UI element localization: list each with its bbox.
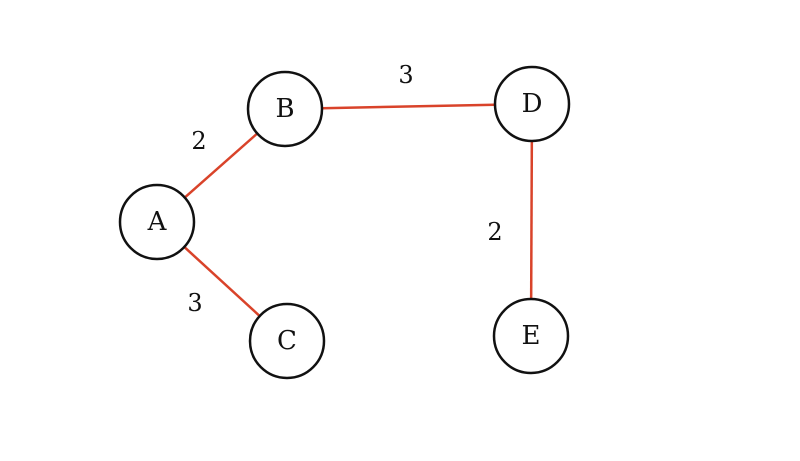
node-circle-c [248,302,326,380]
node-label-d: D [522,89,543,119]
node-label-b: B [275,94,294,124]
node-label-c: C [277,326,297,356]
node-b: B [246,70,324,148]
node-d: D [493,65,571,143]
edge-d-e [529,140,534,300]
node-a: A [118,183,196,261]
node-label-e: E [522,321,541,351]
nodes-layer: A B C D E [118,65,571,380]
node-e: E [492,297,570,375]
node-circle-b [246,70,324,148]
node-circle-e [492,297,570,375]
edge-a-c [183,246,261,317]
edge-weight-a-b: 2 [191,127,206,155]
weights-layer: 2 3 3 2 [187,61,502,317]
node-c: C [248,302,326,380]
edge-weight-d-e: 2 [487,218,502,246]
edges-layer [183,103,534,317]
edge-b-d [321,103,496,110]
edge-a-b [183,132,259,199]
edge-weight-b-d: 3 [398,61,413,89]
node-label-a: A [147,207,168,237]
edge-weight-a-c: 3 [187,289,202,317]
node-circle-a [118,183,196,261]
node-circle-d [493,65,571,143]
